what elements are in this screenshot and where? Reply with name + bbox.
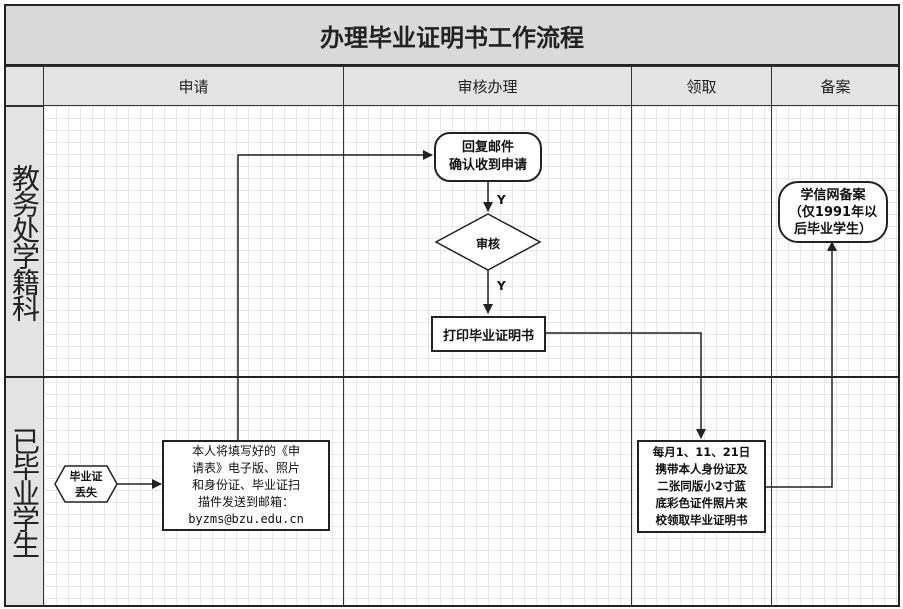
lane-divider	[631, 106, 632, 606]
row-divider	[4, 376, 900, 378]
column-header-apply: 申请	[43, 66, 344, 106]
column-header-collect: 领取	[631, 66, 772, 106]
submit-application-node: 本人将填写好的《申 请表》电子版、照片 和身份证、毕业证扫 描件发送到邮箱： b…	[162, 440, 330, 531]
collect-certificate-node: 每月1、11、21日 携带本人身份证及 二张同版小2寸蓝 底彩色证件照片来 校领…	[637, 440, 766, 533]
edge-submit-to-reply	[237, 150, 433, 440]
row-header-registrar-label: 教务处学籍科	[8, 164, 41, 320]
edge-collect-to-record	[765, 241, 837, 488]
review-node-label: 审核	[475, 237, 500, 251]
diagram-title: 办理毕业证明书工作流程	[4, 4, 900, 66]
edge-print-to-collect	[546, 332, 706, 439]
reply-email-node: 回复邮件 确认收到申请	[434, 132, 542, 182]
print-certificate-node: 打印毕业证明书	[431, 316, 546, 352]
column-header-review: 审核办理	[343, 66, 632, 106]
column-header-record: 备案	[771, 66, 900, 106]
edge-label-y1: Y	[497, 193, 506, 207]
lane-divider	[343, 106, 344, 606]
lost-hexagon	[54, 465, 118, 503]
lane-divider	[771, 106, 772, 606]
record-node: 学信网备案 （仅1991年以 后毕业学生）	[778, 181, 888, 243]
row-header-graduate: 已毕业学生	[4, 377, 44, 606]
lost-node-label: 毕业证 丢失	[69, 470, 103, 499]
edge-label-y2: Y	[497, 279, 506, 293]
row-header-graduate-label: 已毕业学生	[8, 426, 41, 557]
